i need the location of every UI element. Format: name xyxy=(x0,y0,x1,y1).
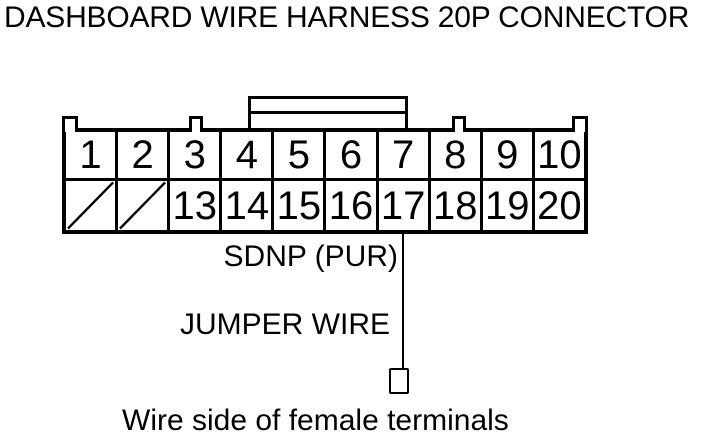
pin-cell-19: 19 xyxy=(479,181,532,230)
jumper-terminal-symbol xyxy=(389,368,409,394)
mounting-tab-left xyxy=(62,116,78,132)
pin-cell-3: 3 xyxy=(167,132,220,181)
pin-cell-unused xyxy=(115,181,167,230)
jumper-wire-label: JUMPER WIRE xyxy=(180,308,390,341)
connector-latch xyxy=(248,96,408,131)
diagram-title: DASHBOARD WIRE HARNESS 20P CONNECTOR xyxy=(4,1,690,34)
pin-cell-18: 18 xyxy=(427,181,480,230)
pin-cell-1: 1 xyxy=(66,132,116,181)
pin-cell-14: 14 xyxy=(219,181,271,230)
pin-cell-10: 10 xyxy=(531,132,584,181)
pin-cell-unused xyxy=(66,181,115,230)
mounting-tab-mid-left xyxy=(189,116,203,132)
pin-cell-16: 16 xyxy=(323,181,375,230)
unused-slash-icon xyxy=(66,181,115,230)
mounting-tab-mid-right xyxy=(452,116,466,132)
pin-cell-15: 15 xyxy=(271,181,323,230)
pin-cell-17: 17 xyxy=(375,181,428,230)
pin-cell-6: 6 xyxy=(323,132,376,181)
pin-cell-7: 7 xyxy=(375,132,428,181)
wire-color-label: SDNP (PUR) xyxy=(223,240,398,273)
pin-cell-13: 13 xyxy=(167,181,219,230)
pin-cell-2: 2 xyxy=(115,132,168,181)
pin-cell-20: 20 xyxy=(531,181,584,230)
pin-cell-9: 9 xyxy=(479,132,532,181)
latch-divider-line xyxy=(251,111,405,114)
wire-side-caption: Wire side of female terminals xyxy=(122,404,509,437)
jumper-wire-line xyxy=(402,234,404,368)
pin-cell-4: 4 xyxy=(219,132,272,181)
unused-slash-icon xyxy=(118,181,167,230)
pin-cell-8: 8 xyxy=(427,132,480,181)
mounting-tab-right xyxy=(572,116,588,132)
pin-cell-5: 5 xyxy=(271,132,324,181)
